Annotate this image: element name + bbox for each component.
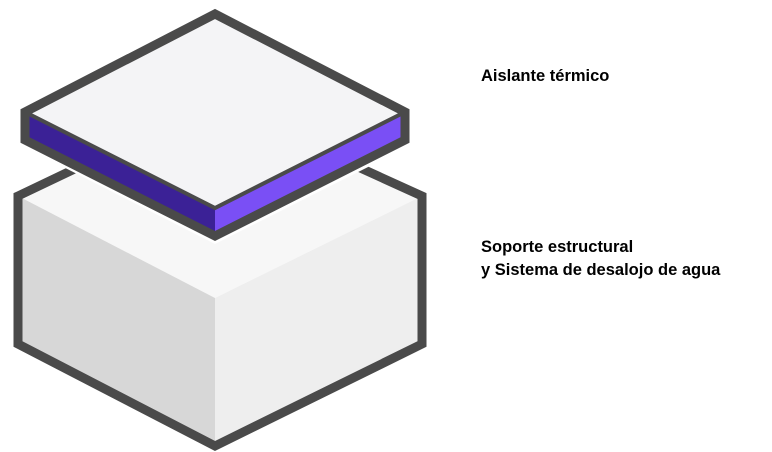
insulation-outline (20, 8, 410, 242)
insulation-left-edge (25, 112, 215, 236)
structural-support-label: Soporte estructural y Sistema de desaloj… (481, 236, 720, 282)
structural-support-label-line1: Soporte estructural (481, 238, 634, 256)
insulation-right-edge (215, 112, 405, 236)
thermal-insulation-label: Aislante térmico (481, 65, 609, 88)
structural-block-right-face (215, 196, 422, 446)
structural-block-left-face (18, 196, 215, 446)
insulation-inner-edge (24, 110, 406, 211)
thermal-insulation-label-text: Aislante térmico (481, 67, 610, 85)
structural-support-label-line2: y Sistema de desalojo de agua (481, 261, 721, 279)
thermal-insulation-slab (20, 8, 410, 242)
